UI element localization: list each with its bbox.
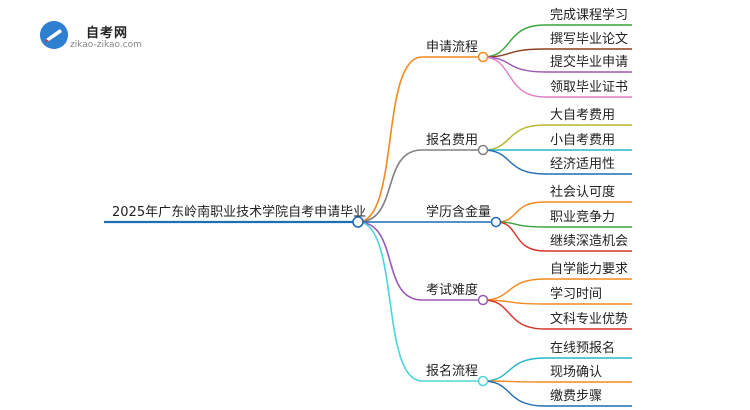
branch-node-label: 学历含金量	[426, 204, 491, 220]
branch-connector	[357, 221, 423, 382]
branch-connector	[357, 221, 423, 301]
leaf-connector	[482, 299, 546, 330]
branch-connector	[357, 56, 423, 223]
leaf-node-label: 在线预报名	[550, 340, 615, 356]
branch-collapse-toggle[interactable]	[477, 294, 489, 306]
leaf-connector	[482, 278, 546, 301]
leaf-node-label: 缴费步骤	[550, 389, 602, 404]
leaf-connector	[495, 201, 546, 223]
leaf-node-label: 文科专业优势	[550, 311, 628, 327]
leaf-node-label: 社会认可度	[550, 184, 615, 200]
branch-node-label: 申请流程	[426, 40, 478, 55]
branch-collapse-toggle[interactable]	[477, 51, 489, 63]
leaf-connector	[482, 124, 546, 151]
leaf-node-label: 小自考费用	[550, 133, 615, 148]
site-logo[interactable]: 自考网 zikao-zikao.com	[40, 19, 150, 50]
leaf-connector	[482, 299, 546, 305]
root-collapse-toggle[interactable]	[352, 216, 364, 228]
branch-connector	[357, 149, 423, 223]
leaf-node-label: 提交毕业申请	[550, 54, 628, 70]
logo-pen-icon	[40, 21, 68, 49]
logo-url: zikao-zikao.com	[70, 40, 142, 50]
leaf-node-label: 自学能力要求	[550, 261, 628, 277]
root-node-label: 2025年广东岭南职业技术学院自考申请毕业	[112, 204, 366, 220]
leaf-node-label: 大自考费用	[550, 108, 615, 123]
branch-node-label: 报名费用	[426, 132, 478, 148]
leaf-connector	[495, 221, 546, 252]
leaf-connector	[482, 357, 546, 382]
leaf-node-label: 经济适用性	[550, 157, 615, 172]
leaf-node-label: 现场确认	[550, 365, 602, 380]
branch-collapse-toggle[interactable]	[490, 216, 502, 228]
leaf-node-label: 撰写毕业论文	[550, 32, 628, 47]
leaf-node-label: 继续深造机会	[550, 234, 628, 249]
leaf-connector	[482, 24, 546, 58]
branch-node-label: 报名流程	[426, 363, 478, 379]
leaf-node-label: 领取毕业证书	[550, 80, 628, 95]
branch-node-label: 考试难度	[426, 282, 478, 298]
logo-title: 自考网	[86, 26, 129, 41]
leaf-node-label: 学习时间	[550, 286, 602, 302]
leaf-connector	[482, 56, 546, 98]
leaf-node-label: 职业竞争力	[550, 209, 615, 225]
leaf-node-label: 完成课程学习	[550, 7, 628, 23]
leaf-connector	[482, 380, 546, 407]
branch-collapse-toggle[interactable]	[477, 375, 489, 387]
leaf-connector	[482, 149, 546, 175]
branch-collapse-toggle[interactable]	[477, 144, 489, 156]
